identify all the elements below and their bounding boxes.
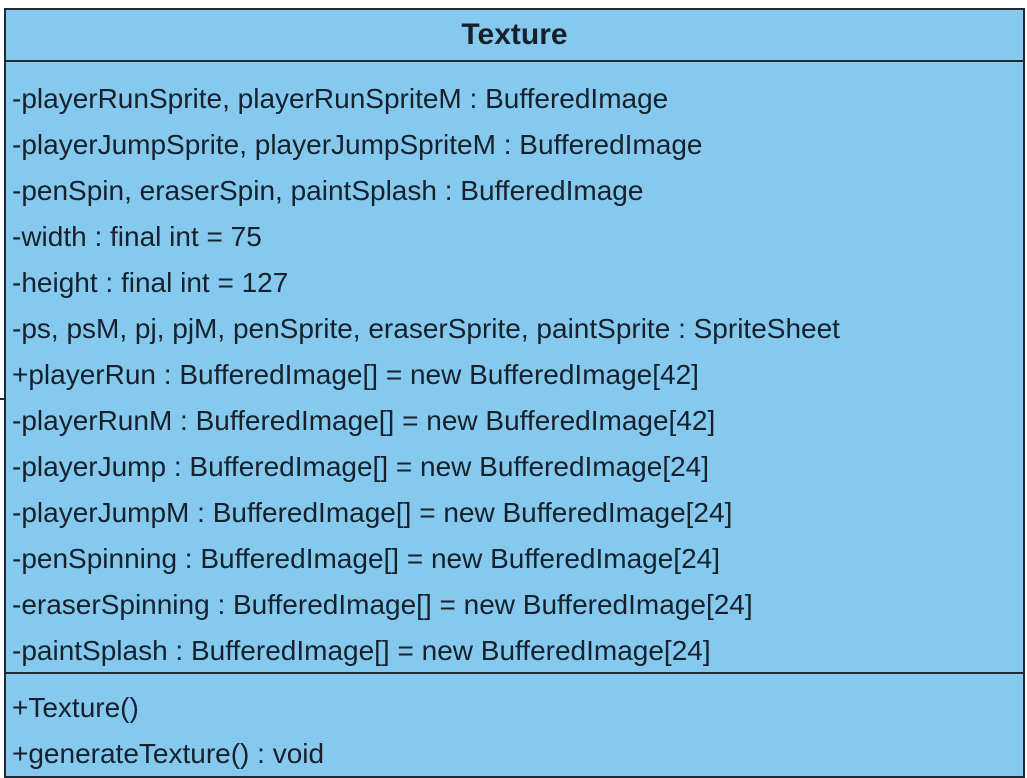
attribute-row: -height : final int = 127 [12,267,289,298]
attribute-row: -eraserSpinning : BufferedImage[] = new … [12,589,753,620]
attribute-row: -playerJump : BufferedImage[] = new Buff… [12,451,710,482]
attribute-row: -penSpin, eraserSpin, paintSplash : Buff… [12,175,644,206]
attribute-row: -playerRunSprite, playerRunSpriteM : Buf… [12,83,669,114]
operation-row: +generateTexture() : void [12,738,325,769]
operations-compartment: +Texture() +generateTexture() : void [6,674,1023,777]
attribute-row: +playerRun : BufferedImage[] = new Buffe… [12,359,699,390]
uml-class-texture[interactable]: Texture -playerRunSprite, playerRunSprit… [4,8,1025,778]
connector-stub [0,398,4,400]
attribute-row: -playerRunM : BufferedImage[] = new Buff… [12,405,716,436]
attribute-row: -playerJumpM : BufferedImage[] = new Buf… [12,497,733,528]
attribute-row: -ps, psM, pj, pjM, penSprite, eraserSpri… [12,313,840,344]
attribute-row: -penSpinning : BufferedImage[] = new Buf… [12,543,720,574]
attribute-row: -playerJumpSprite, playerJumpSpriteM : B… [12,129,703,160]
operation-row: +Texture() [12,692,139,723]
attribute-row: -paintSplash : BufferedImage[] = new Buf… [12,635,711,666]
class-name: Texture [6,10,1023,62]
attribute-row: -width : final int = 75 [12,221,262,252]
attributes-compartment: -playerRunSprite, playerRunSpriteM : Buf… [6,62,1023,674]
